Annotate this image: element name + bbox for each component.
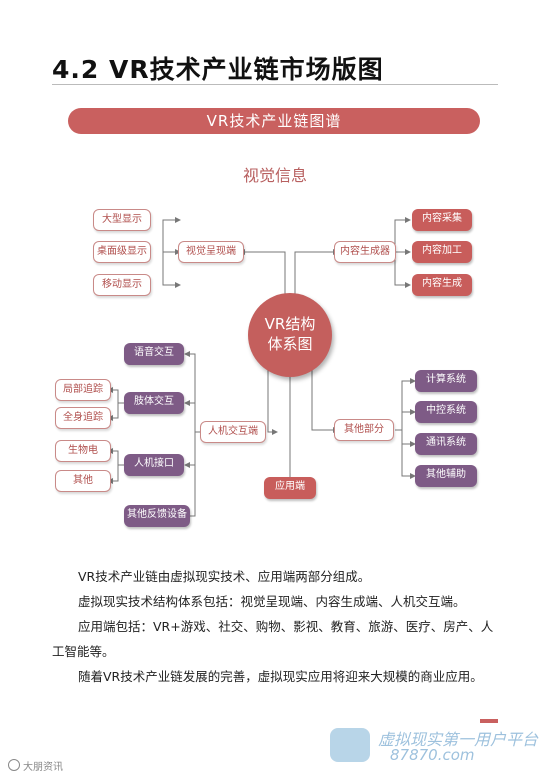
diagram-subtitle: 视觉信息: [242, 166, 307, 185]
paragraph: 应用端包括：VR+游戏、社交、购物、影视、教育、旅游、医疗、房产、人工智能等。: [52, 619, 494, 659]
node-limb-interact: 肢体交互: [124, 392, 184, 414]
chain-banner: VR技术产业链图谱: [68, 108, 480, 134]
node-content-create: 内容生成: [412, 274, 472, 296]
paragraph: 随着VR技术产业链发展的完善，虚拟现实应用将迎来大规模的商业应用。: [78, 669, 483, 684]
node-full-track: 全身追踪: [55, 407, 111, 429]
node-other-left: 其他: [55, 470, 111, 492]
node-local-track: 局部追踪: [55, 379, 111, 401]
node-large-display: 大型显示: [93, 209, 151, 231]
node-bio-electric: 生物电: [55, 440, 111, 462]
mascot-icon: [330, 728, 370, 762]
body-text: VR技术产业链由虚拟现实技术、应用端两部分组成。 虚拟现实技术结构体系包括：视觉…: [52, 564, 502, 689]
node-compute-sys: 计算系统: [415, 370, 477, 392]
node-other-parts: 其他部分: [334, 419, 394, 441]
page-marker: [480, 719, 498, 723]
watermark: 虚拟现实第一用户平台 87870.com: [330, 724, 545, 770]
weibo-icon: [8, 759, 20, 771]
node-mobile-display: 移动显示: [93, 274, 151, 296]
watermark-text: 虚拟现实第一用户平台: [378, 730, 539, 749]
node-desktop-display: 桌面级显示: [93, 241, 151, 263]
node-hci-end: 人机交互端: [200, 421, 266, 443]
node-hci-interface: 人机接口: [124, 454, 184, 476]
node-content-process: 内容加工: [412, 241, 472, 263]
section-title: 4.2 VR技术产业链市场版图: [52, 55, 384, 84]
footer-source: 大朋资讯: [8, 758, 63, 773]
paragraph: VR技术产业链由虚拟现实技术、应用端两部分组成。: [78, 569, 371, 584]
watermark-url: 87870.com: [390, 746, 475, 764]
center-line-2: 体系图: [267, 335, 313, 353]
node-content-generator: 内容生成器: [334, 241, 396, 263]
node-control-sys: 中控系统: [415, 401, 477, 423]
footer-source-text: 大朋资讯: [23, 762, 63, 773]
paragraph: 虚拟现实技术结构体系包括：视觉呈现端、内容生成端、人机交互端。: [78, 594, 466, 609]
node-app-end: 应用端: [264, 477, 316, 499]
node-other-aux: 其他辅助: [415, 465, 477, 487]
node-content-collect: 内容采集: [412, 209, 472, 231]
center-line-1: VR结构: [264, 315, 316, 333]
title-divider: [52, 84, 498, 85]
node-comm-sys: 通讯系统: [415, 433, 477, 455]
node-feedback-device: 其他反馈设备: [124, 505, 190, 527]
center-node: VR结构 体系图: [248, 293, 332, 377]
node-visual-display: 视觉呈现端: [178, 241, 244, 263]
node-voice-interact: 语音交互: [124, 343, 184, 365]
